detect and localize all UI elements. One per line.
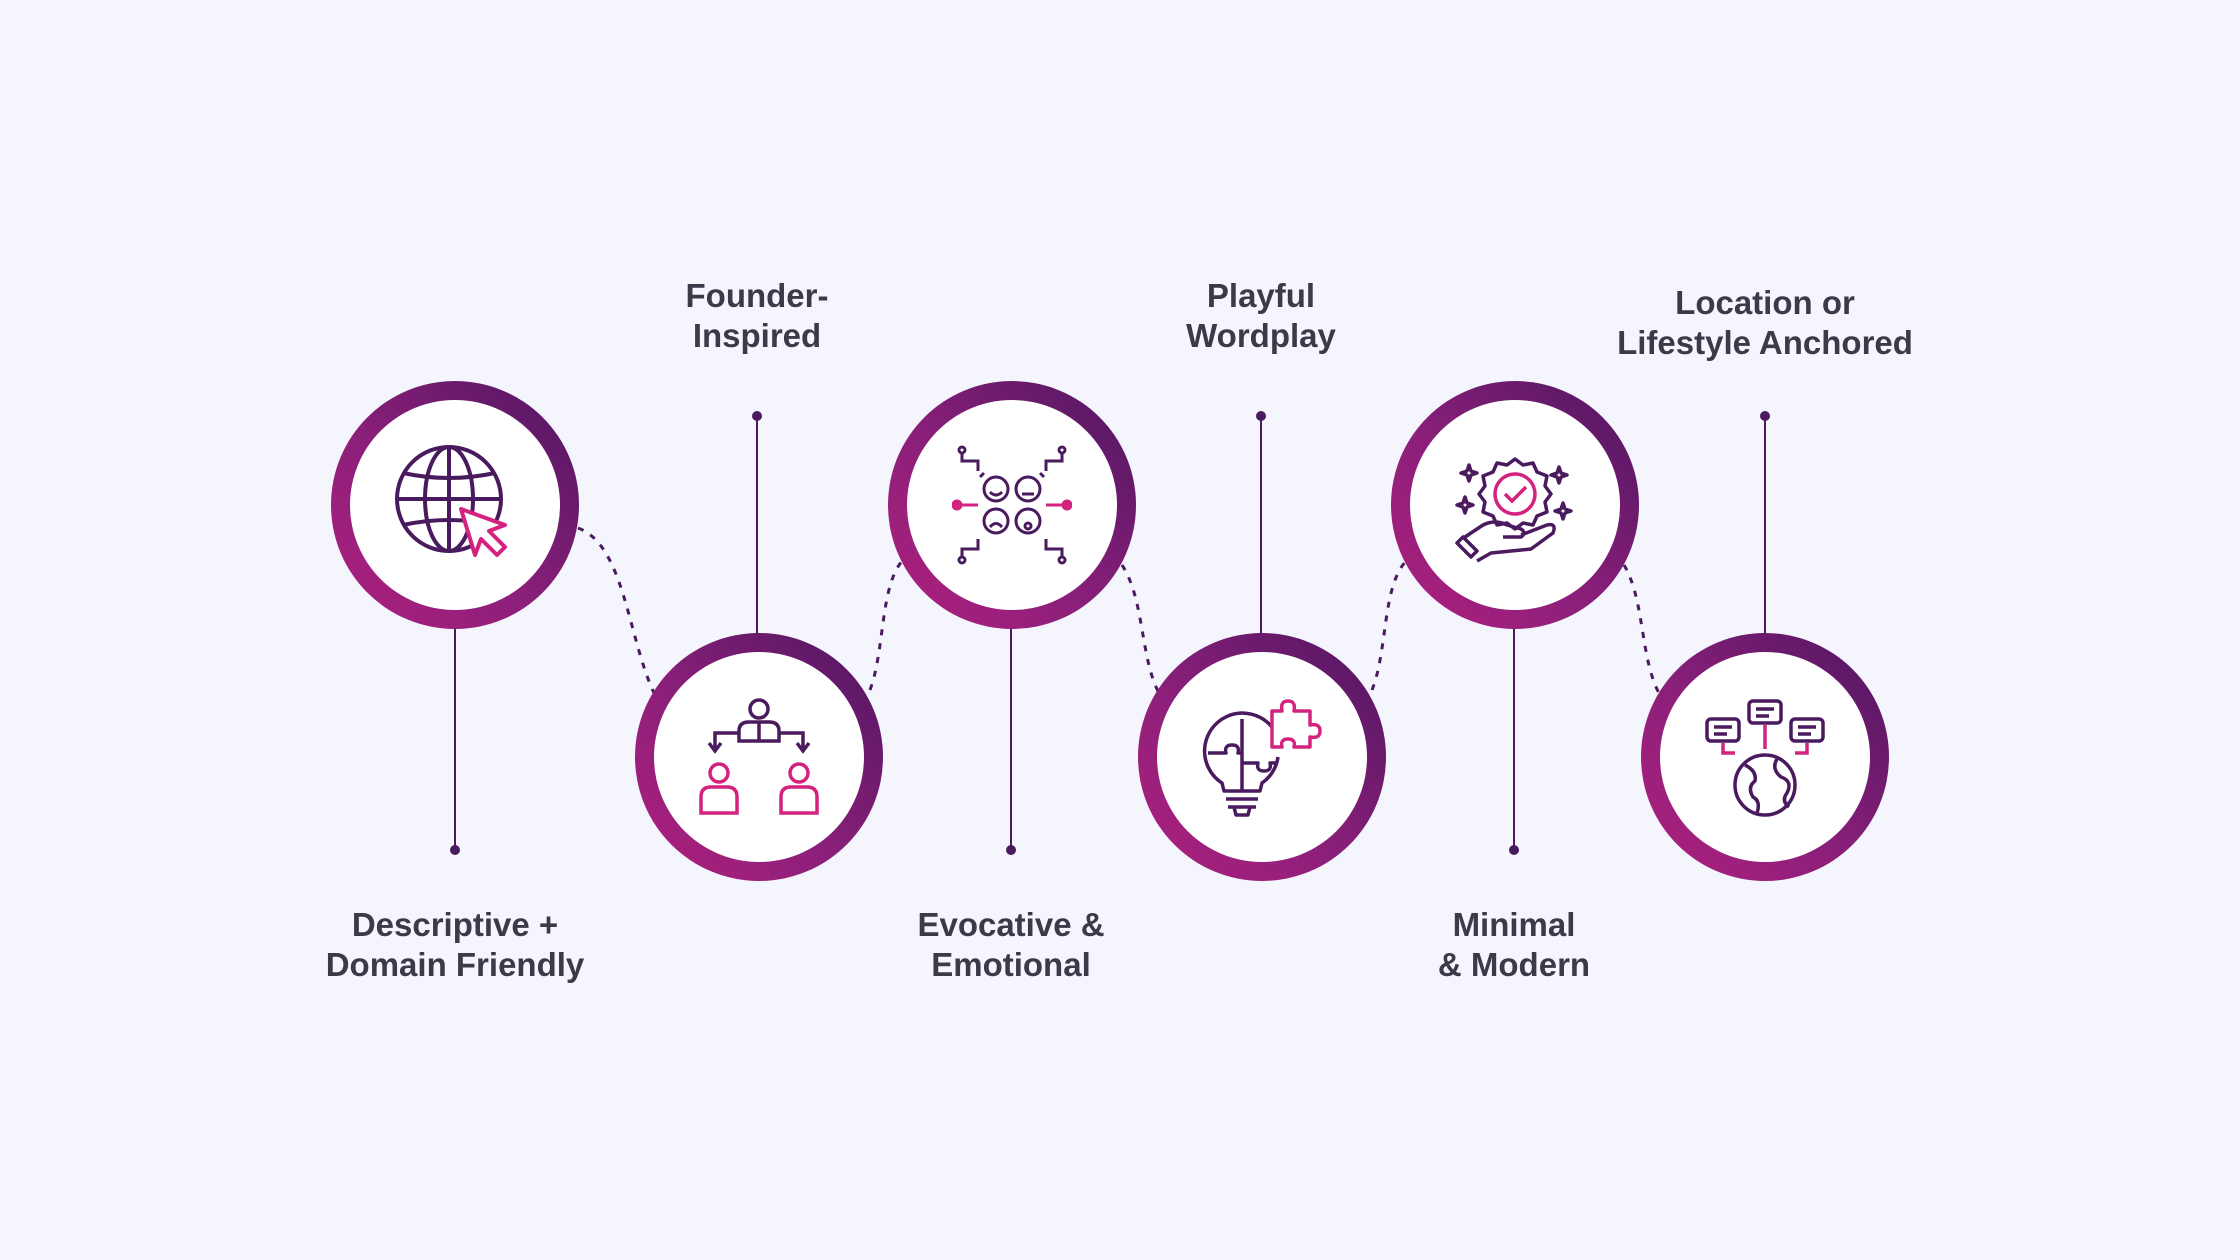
dashed-connector <box>1622 564 1662 696</box>
dashed-connector <box>577 526 657 696</box>
stem-dot <box>1256 411 1266 421</box>
step-label-evocative: Evocative & Emotional <box>917 906 1105 983</box>
lightbulb-puzzle-icon <box>1202 699 1322 817</box>
stem-dot <box>1760 411 1770 421</box>
step-label-descriptive: Descriptive + Domain Friendly <box>325 906 585 983</box>
stem-dot <box>1509 845 1519 855</box>
globe-chat-icon <box>1705 699 1825 817</box>
step-ring-inner <box>907 400 1117 610</box>
step-ring-location <box>1641 633 1889 881</box>
step-label-location: Location or Lifestyle Anchored <box>1617 284 1913 361</box>
step-ring-wordplay <box>1138 633 1386 881</box>
step-ring-descriptive <box>331 381 579 629</box>
step-label-founder: Founder- Inspired <box>685 277 829 354</box>
stem-dot <box>450 845 460 855</box>
stem-dot <box>752 411 762 421</box>
step-ring-inner <box>654 652 864 862</box>
step-label-minimal: Minimal & Modern <box>1437 906 1591 983</box>
step-ring-minimal <box>1391 381 1639 629</box>
step-label-wordplay: Playful Wordplay <box>1186 277 1336 354</box>
globe-cursor-icon <box>395 445 507 557</box>
dashed-connector <box>868 558 905 691</box>
step-ring-inner <box>1660 652 1870 862</box>
emotion-faces-icon <box>952 445 1072 565</box>
step-ring-founder <box>635 633 883 881</box>
step-ring-inner <box>1410 400 1620 610</box>
step-ring-inner <box>1157 652 1367 862</box>
step-ring-inner <box>350 400 560 610</box>
step-ring-evocative <box>888 381 1136 629</box>
org-chart-people-icon <box>699 698 819 815</box>
hand-badge-icon <box>1455 457 1573 563</box>
stem-dot <box>1006 845 1016 855</box>
dashed-connector <box>1370 558 1409 691</box>
dashed-connector <box>1120 564 1162 696</box>
